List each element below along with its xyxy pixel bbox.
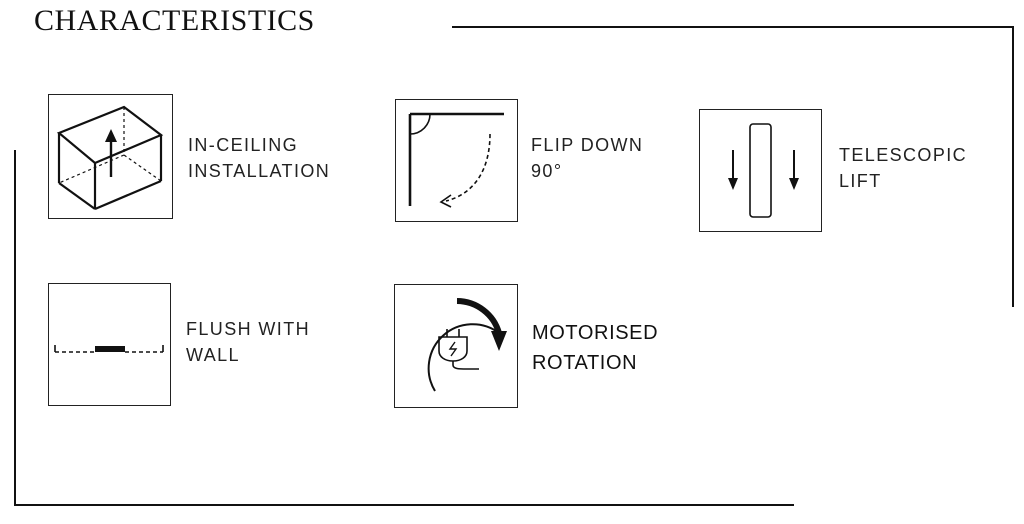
feature-label-flip-down: FLIP DOWN 90° — [531, 132, 643, 184]
frame-right-line — [1012, 26, 1014, 307]
feature-line1: IN-CEILING — [188, 135, 299, 155]
feature-label-in-ceiling: IN-CEILING INSTALLATION — [188, 132, 330, 184]
frame-top-line — [452, 26, 1014, 28]
frame-bottom-line — [14, 504, 794, 506]
telescopic-lift-icon — [699, 109, 822, 232]
feature-label-flush: FLUSH WITH WALL — [186, 316, 310, 368]
feature-line2: ROTATION — [532, 352, 638, 374]
feature-label-rotation: MOTORISED ROTATION — [532, 318, 658, 378]
frame-left-line — [14, 150, 16, 506]
page-title: CHARACTERISTICS — [34, 4, 315, 37]
feature-line2: 90° — [531, 161, 563, 181]
feature-line1: MOTORISED — [532, 322, 659, 344]
flip-down-arrow-icon — [395, 99, 518, 222]
feature-line1: TELESCOPIC — [839, 145, 968, 165]
flush-wall-icon — [48, 283, 171, 406]
feature-label-telescopic: TELESCOPIC LIFT — [839, 142, 967, 194]
motorised-rotation-plug-icon — [394, 284, 518, 408]
feature-line2: INSTALLATION — [188, 161, 331, 181]
feature-line2: LIFT — [839, 171, 882, 191]
feature-line2: WALL — [186, 345, 240, 365]
feature-line1: FLIP DOWN — [531, 135, 644, 155]
feature-line1: FLUSH WITH — [186, 319, 310, 339]
in-ceiling-box-icon — [48, 94, 173, 219]
